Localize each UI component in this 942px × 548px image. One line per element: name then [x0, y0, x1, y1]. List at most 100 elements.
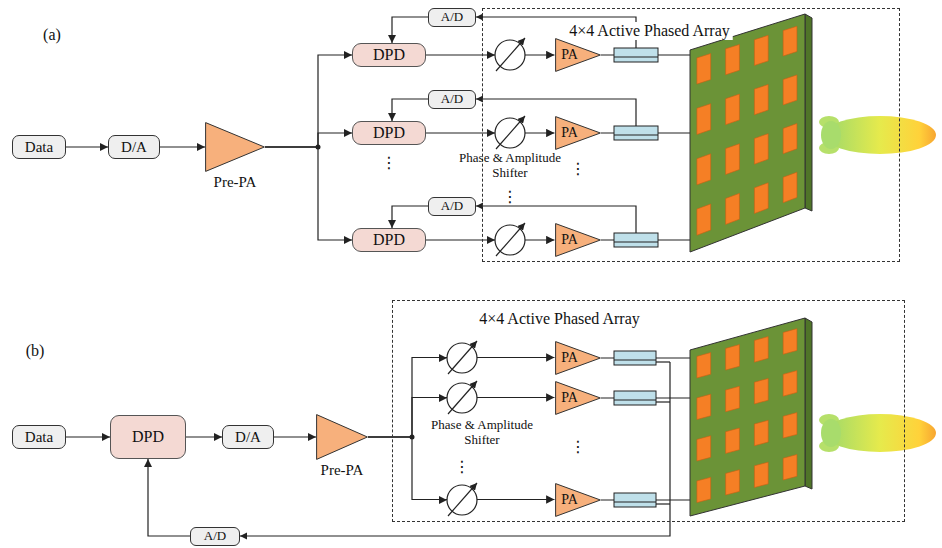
antenna-patch	[726, 94, 740, 125]
continuation-dots: ⋮	[570, 160, 586, 178]
adc-block: A/D	[190, 527, 240, 546]
pre-amplifier: Pre-PA	[316, 414, 368, 460]
signal-path	[160, 146, 205, 147]
panel-label: (b)	[26, 342, 45, 360]
signal-path	[66, 436, 110, 437]
block-label: Pre-PA	[321, 462, 364, 479]
data-source: Data	[12, 135, 66, 159]
block-text: A/D	[204, 529, 226, 543]
antenna-patch	[697, 436, 711, 461]
power-amplifier: PA	[555, 116, 601, 150]
group-title: 4×4 Active Phased Array	[476, 310, 643, 328]
power-amplifier: PA	[555, 483, 601, 517]
power-amplifier: PA	[555, 341, 601, 375]
antenna-patch	[697, 394, 711, 419]
amplifier-symbol	[205, 122, 265, 172]
antenna-patch	[783, 413, 797, 438]
power-amplifier: PA	[555, 38, 601, 72]
signal-path	[265, 55, 352, 147]
component-label: Phase & Amplitude Shifter	[423, 418, 541, 448]
block-text: PA	[556, 232, 584, 247]
antenna-patch	[783, 455, 797, 480]
block-text: PA	[556, 125, 584, 140]
antenna-patch	[697, 204, 711, 235]
antenna-patch	[754, 337, 768, 363]
adc-block: A/D	[428, 90, 476, 109]
antenna-patch	[726, 144, 740, 175]
dpd-block: DPD	[352, 228, 426, 252]
amplifier-outline	[555, 483, 600, 516]
antenna-patch	[783, 329, 797, 355]
amplifier-outline	[555, 116, 600, 149]
continuation-dots: ⋮	[381, 154, 397, 172]
antenna-patch	[726, 193, 740, 224]
phase-shifter	[439, 341, 477, 374]
block-text: A/D	[441, 10, 463, 24]
dpd-block: DPD	[352, 43, 426, 67]
array-boundary: 4×4 Active Phased ArrayPA PA PA	[392, 300, 905, 522]
antenna-patch	[697, 54, 711, 85]
dac-block: D/A	[108, 135, 160, 159]
junction-dot	[410, 435, 415, 440]
amplifier-outline	[555, 38, 600, 71]
junction-dot	[316, 145, 321, 150]
antenna-patch	[754, 420, 768, 445]
antenna-patch	[754, 183, 768, 214]
continuation-dots: ⋮	[454, 458, 470, 476]
antenna-patch	[726, 44, 740, 74]
dpd-block: DPD	[110, 415, 186, 459]
amplifier-symbol	[316, 414, 368, 460]
continuation-dots: ⋮	[502, 188, 518, 206]
signal-path	[66, 146, 108, 147]
rf-wire	[240, 358, 690, 536]
antenna-patch	[754, 84, 768, 114]
block-text: A/D	[441, 92, 463, 106]
signal-path	[265, 133, 352, 147]
phase-shifter	[487, 38, 525, 71]
block-text: Data	[25, 139, 53, 156]
signal-path	[274, 436, 316, 437]
adc-block: A/D	[428, 8, 476, 27]
dac-block: D/A	[222, 425, 274, 449]
antenna-patch	[697, 104, 711, 135]
block-text: A/D	[441, 199, 463, 213]
adc-block: A/D	[428, 197, 476, 216]
antenna-patch	[697, 154, 711, 185]
pre-amplifier: Pre-PA	[205, 122, 265, 172]
group-title: 4×4 Active Phased Array	[566, 22, 733, 40]
signal-path	[186, 436, 222, 437]
phase-shifter	[487, 116, 525, 149]
block-text: DPD	[373, 46, 405, 64]
antenna-patch	[697, 477, 711, 502]
continuation-dots: ⋮	[570, 438, 586, 456]
block-text: PA	[556, 47, 584, 62]
block-label: Pre-PA	[214, 174, 257, 191]
block-text: D/A	[121, 139, 147, 156]
block-text: PA	[556, 390, 584, 405]
amplifier-outline	[317, 415, 368, 460]
block-text: DPD	[373, 124, 405, 142]
power-amplifier: PA	[555, 381, 601, 415]
signal-path	[392, 17, 428, 43]
antenna-patch	[726, 470, 740, 495]
antenna-array	[690, 14, 812, 252]
antenna-patch	[783, 371, 797, 397]
signal-path	[265, 147, 352, 240]
amplifier-outline	[555, 381, 600, 414]
antenna-array	[690, 318, 812, 516]
coupler	[614, 351, 656, 507]
antenna-patch	[754, 134, 768, 165]
block-text: DPD	[373, 231, 405, 249]
array-boundary: 4×4 Active Phased ArrayPA PA PA	[482, 8, 900, 262]
coupler	[614, 48, 658, 247]
amplifier-outline	[555, 341, 600, 374]
radiation-beam	[819, 116, 936, 154]
dpd-block: DPD	[352, 121, 426, 145]
component-label: Phase & Amplitude Shifter	[451, 151, 569, 181]
rf-wire	[476, 17, 690, 240]
antenna-patch	[754, 35, 768, 65]
panel-label: (a)	[43, 26, 61, 44]
antenna-patch	[726, 428, 740, 453]
phase-shifter	[439, 381, 477, 414]
